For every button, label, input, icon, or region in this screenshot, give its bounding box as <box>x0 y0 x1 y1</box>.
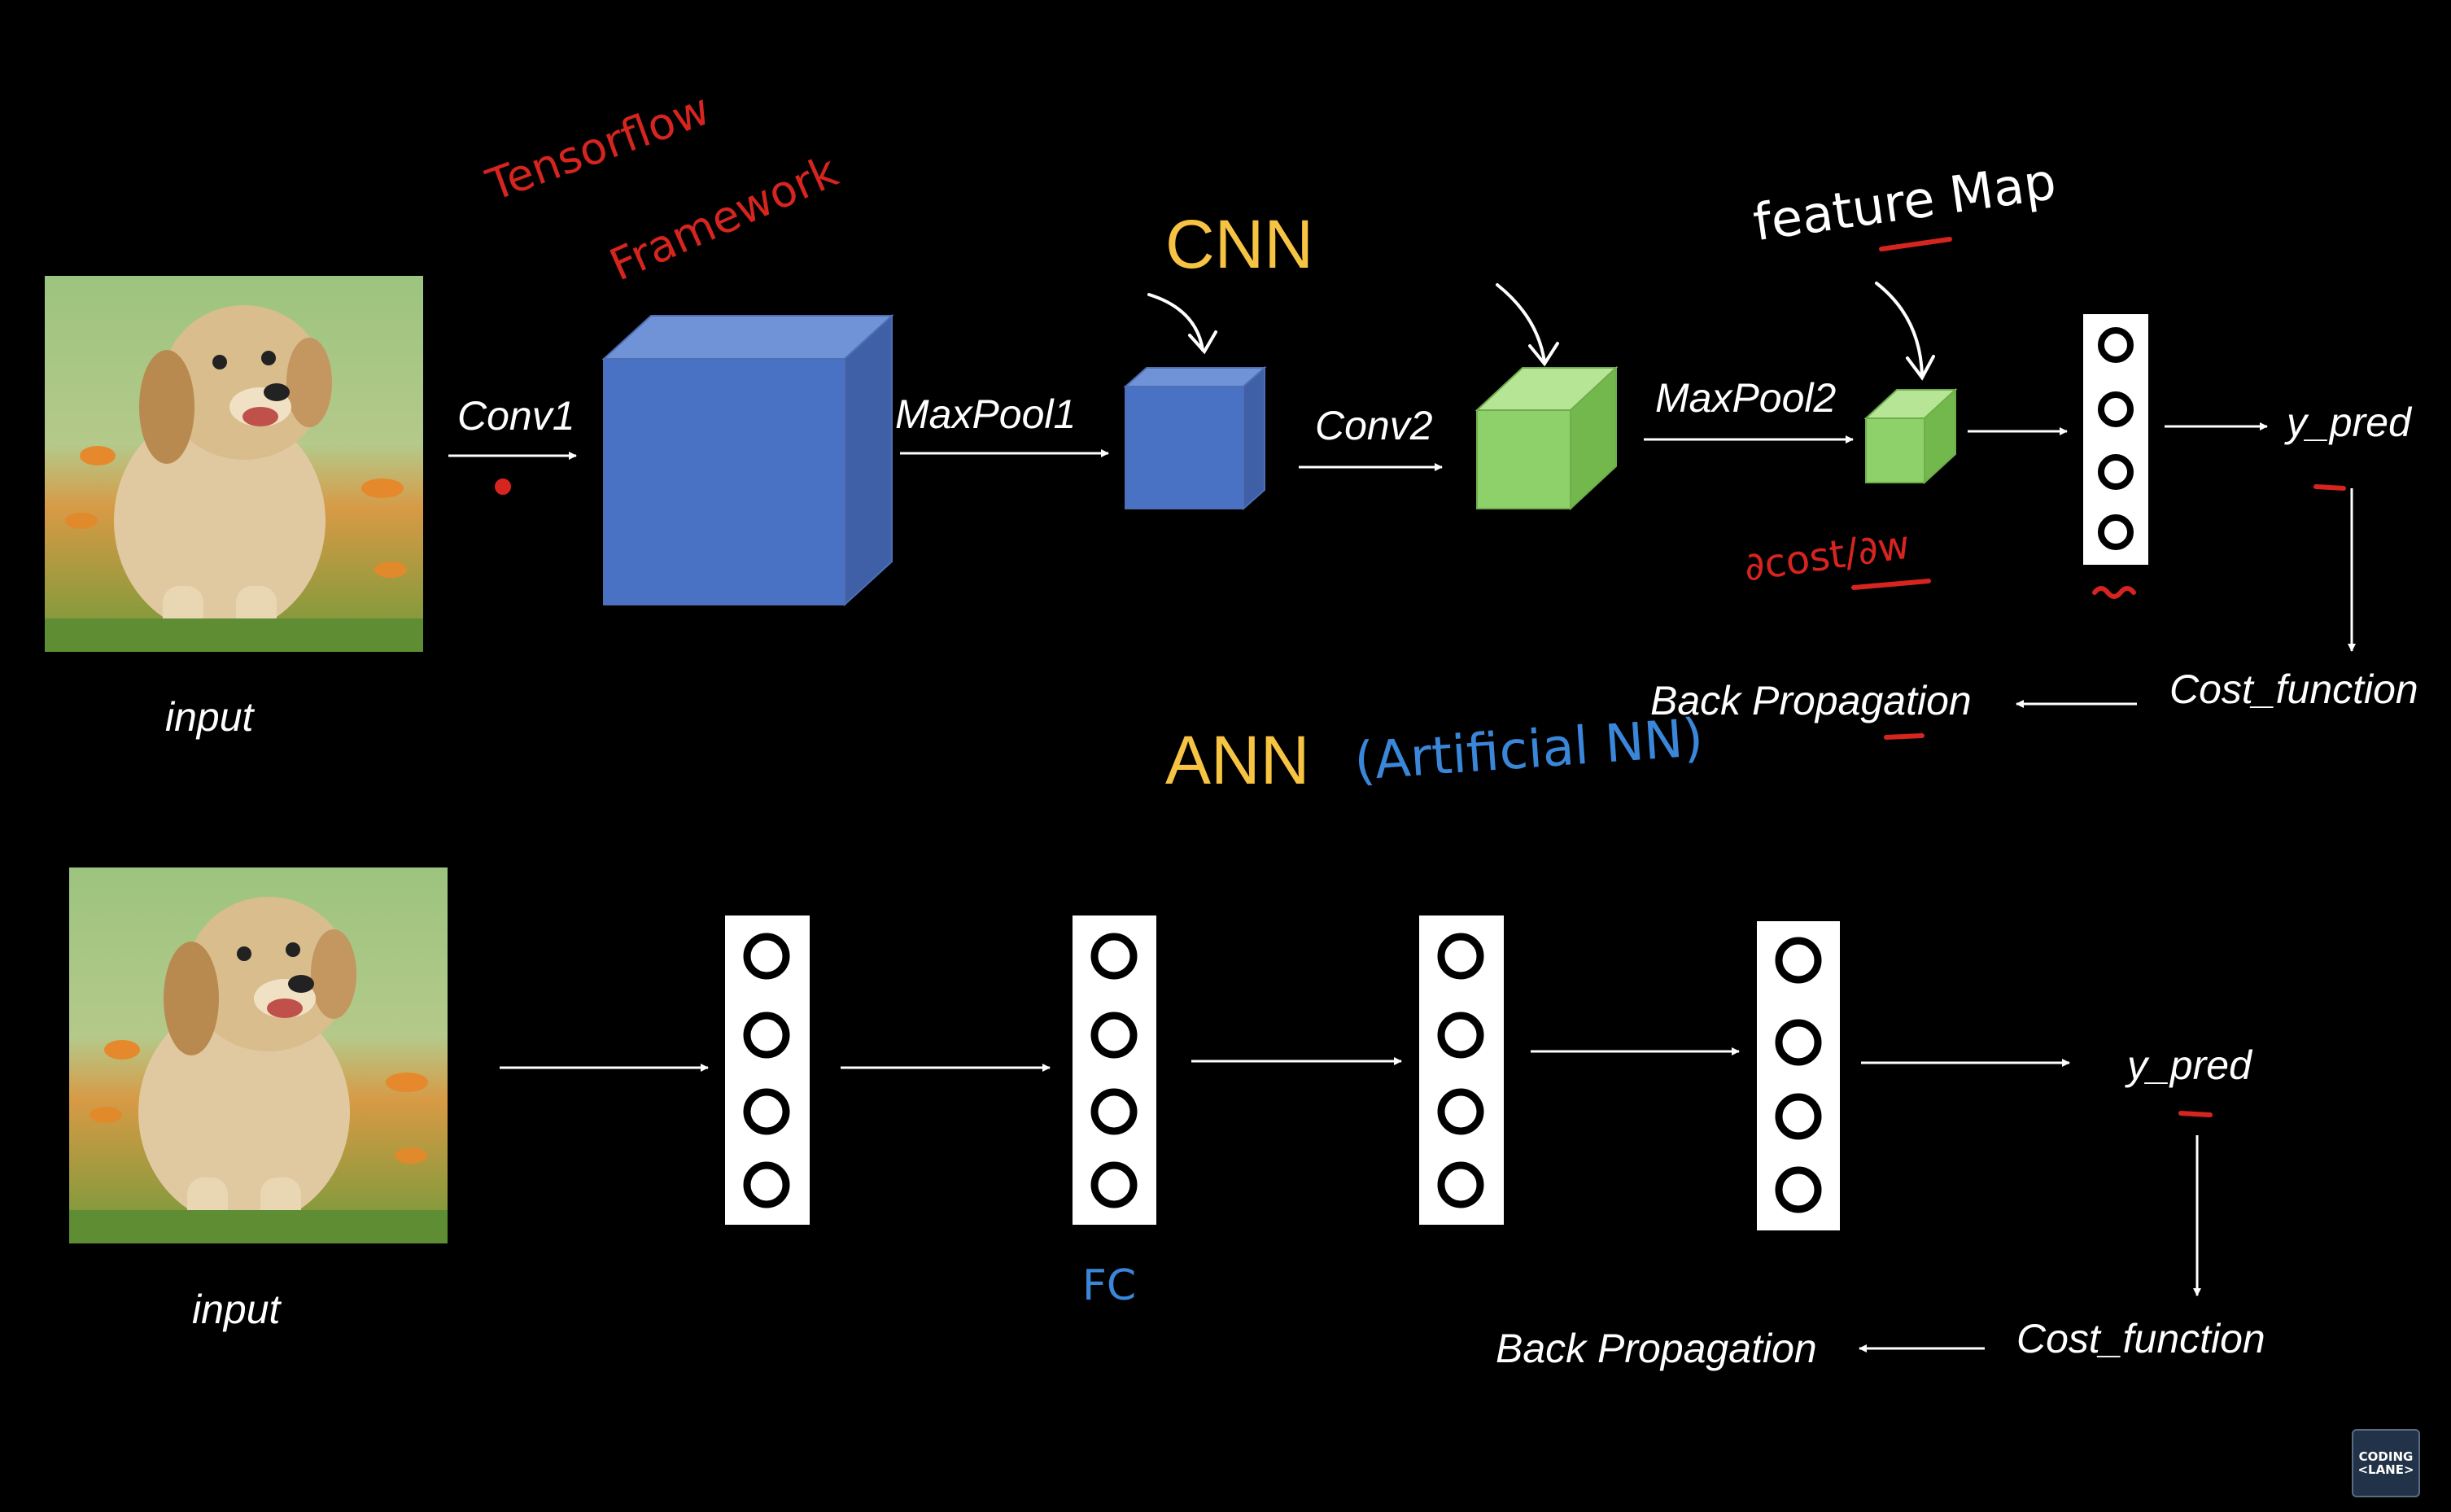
cnn-input-label: input <box>165 694 254 740</box>
ann-hidden-layer-2 <box>1073 916 1156 1225</box>
ann-cost-label: Cost_function <box>2016 1316 2265 1361</box>
cnn-dense-layer <box>2083 314 2148 565</box>
neuron <box>2098 327 2134 363</box>
ann-title: ANN <box>1165 722 1310 798</box>
neuron <box>2098 454 2134 490</box>
ann-input-label: input <box>192 1287 281 1332</box>
maxpool2-feature-cube <box>1863 387 1958 485</box>
cnn-title: CNN <box>1165 206 1313 282</box>
cnn-output-label: y_pred <box>2287 400 2411 445</box>
neuron <box>2098 514 2134 550</box>
coding-lane-logo: CODING <LANE> <box>2352 1429 2420 1497</box>
red-marks <box>495 237 2346 1117</box>
ann-input-photo <box>69 867 448 1243</box>
conv2-label: Conv2 <box>1315 403 1433 448</box>
maxpool2-label: MaxPool2 <box>1655 375 1837 421</box>
maxpool1-feature-cube <box>1123 365 1267 511</box>
annotation-pointers <box>1147 282 1935 381</box>
cnn-input-photo <box>45 276 423 652</box>
ann-backprop-label: Back Propagation <box>1496 1326 1817 1371</box>
maxpool1-label: MaxPool1 <box>895 391 1077 437</box>
ann-output-label: y_pred <box>2127 1042 2252 1088</box>
conv1-feature-cube <box>601 313 894 607</box>
cnn-cost-label: Cost_function <box>2169 666 2418 712</box>
conv2-feature-cube <box>1475 365 1619 511</box>
ann-hidden-layer-1 <box>725 916 810 1225</box>
fc-annotation: FC <box>1082 1261 1137 1310</box>
conv1-label: Conv1 <box>457 393 575 439</box>
logo-line1: CODING <box>2358 1449 2414 1464</box>
neuron <box>2098 391 2134 427</box>
ann-hidden-layer-3 <box>1419 916 1504 1225</box>
logo-line2: <LANE> <box>2357 1462 2414 1477</box>
cnn-arrows <box>448 422 2356 708</box>
ann-hidden-layer-4 <box>1757 921 1840 1230</box>
ann-arrows <box>500 1047 2201 1352</box>
cnn-backprop-label: Back Propagation <box>1650 678 1972 723</box>
